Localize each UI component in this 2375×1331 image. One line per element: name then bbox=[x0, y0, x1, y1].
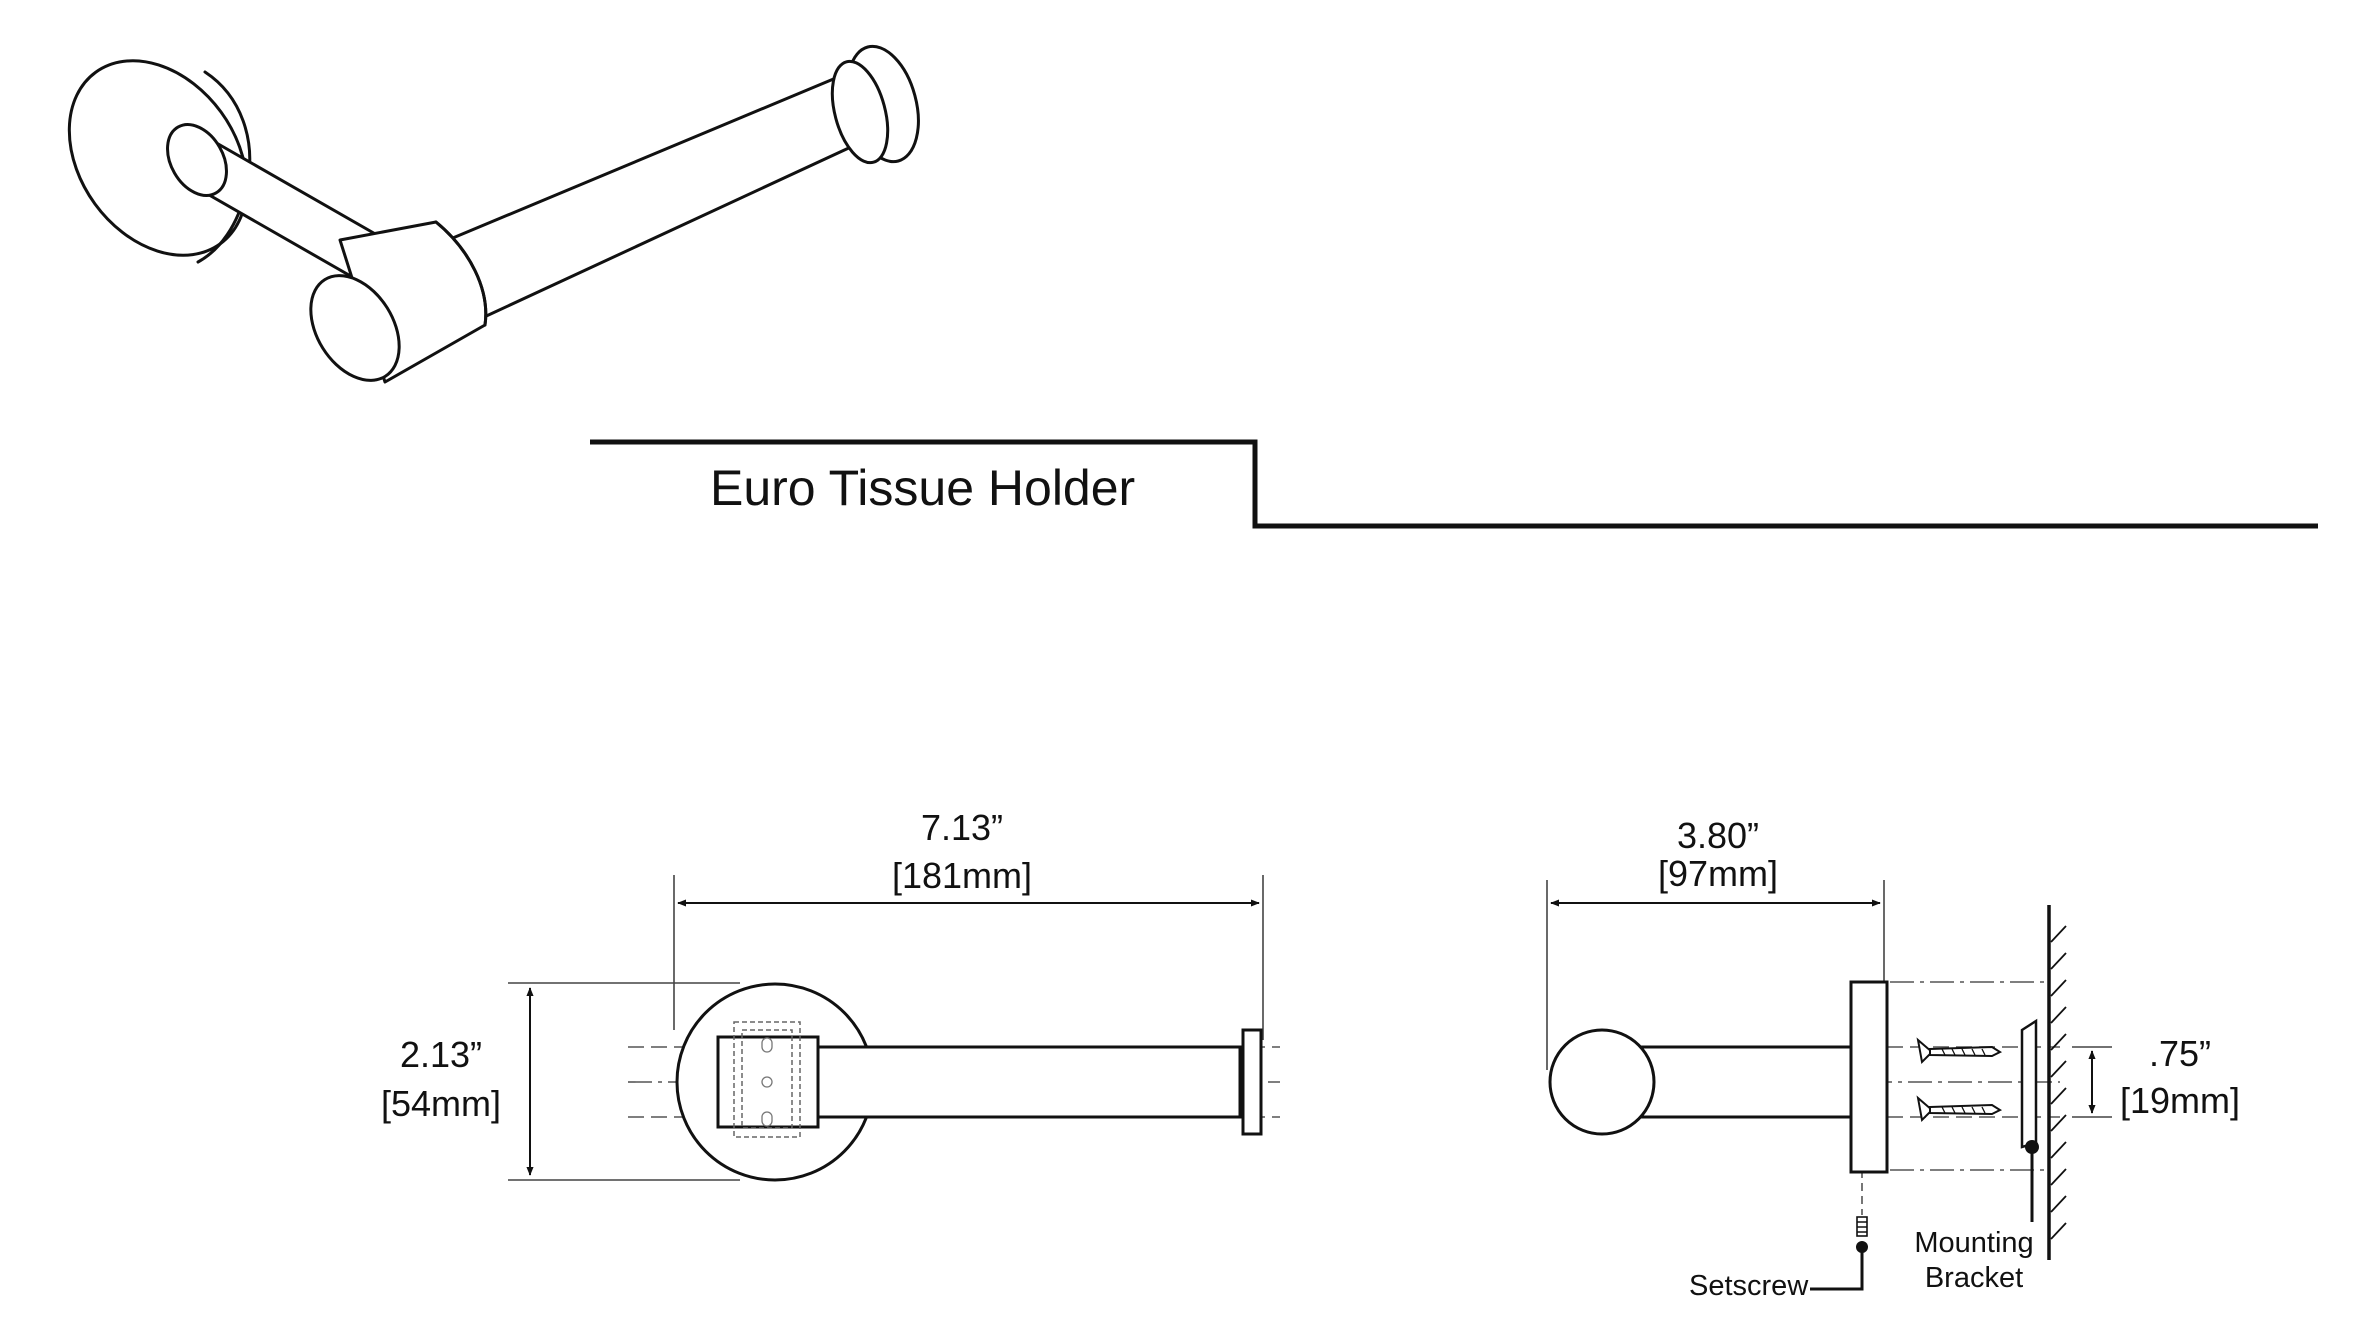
end-cap bbox=[830, 59, 890, 165]
page-title: Euro Tissue Holder bbox=[710, 460, 1135, 516]
setscrew-leader bbox=[1810, 1247, 1864, 1291]
isometric-view bbox=[67, 44, 920, 384]
dim-length-imperial: 7.13” bbox=[921, 807, 1003, 848]
dim-length-metric: [181mm] bbox=[892, 855, 1032, 896]
end-cap-front bbox=[1241, 1028, 1263, 1136]
dim-height-metric: [54mm] bbox=[381, 1083, 501, 1124]
wall-screws bbox=[1916, 1037, 2003, 1123]
screw-bottom-icon bbox=[1916, 1095, 2003, 1123]
screw-slot-top bbox=[761, 1037, 773, 1053]
bracket-label-line2: Bracket bbox=[1925, 1262, 2023, 1294]
dim-bracket-imperial: .75” bbox=[2149, 1033, 2211, 1074]
screw-slot-mid bbox=[761, 1076, 773, 1088]
arm-front bbox=[816, 1045, 1242, 1119]
front-elevation: 7.13” [181mm] 2.13” [54mm] bbox=[381, 807, 1280, 1182]
dim-height-imperial: 2.13” bbox=[400, 1034, 482, 1075]
bracket-label-line1: Mounting bbox=[1914, 1227, 2033, 1259]
setscrew-icon bbox=[1856, 1216, 1868, 1237]
tissue-arm bbox=[446, 68, 868, 320]
mount-block bbox=[716, 1035, 820, 1129]
bracket-hidden-outer bbox=[733, 1021, 801, 1138]
elbow-face bbox=[309, 274, 401, 382]
end-cap-side bbox=[1548, 1028, 1656, 1136]
screw-top-icon bbox=[1916, 1037, 2003, 1065]
dim-depth-metric: [97mm] bbox=[1658, 853, 1778, 894]
dim-depth-imperial: 3.80” bbox=[1677, 815, 1759, 856]
setscrew-label: Setscrew bbox=[1689, 1270, 1809, 1302]
mounting-bracket bbox=[2020, 1018, 2038, 1149]
bracket-hidden-inner bbox=[741, 1029, 793, 1129]
screw-slot-bottom bbox=[761, 1111, 773, 1127]
rosette bbox=[67, 59, 249, 257]
title-band: Euro Tissue Holder bbox=[590, 439, 2318, 529]
side-elevation: Setscrew Mounting Bracket 3.80” [97mm] .… bbox=[1546, 815, 2240, 1302]
elbow-edge bbox=[434, 220, 488, 327]
post-face bbox=[166, 123, 228, 197]
dim-bracket-metric: [19mm] bbox=[2120, 1080, 2240, 1121]
title-rule bbox=[590, 439, 2318, 529]
rosette-side bbox=[1849, 980, 1889, 1174]
wall-hatch bbox=[2050, 925, 2067, 1240]
